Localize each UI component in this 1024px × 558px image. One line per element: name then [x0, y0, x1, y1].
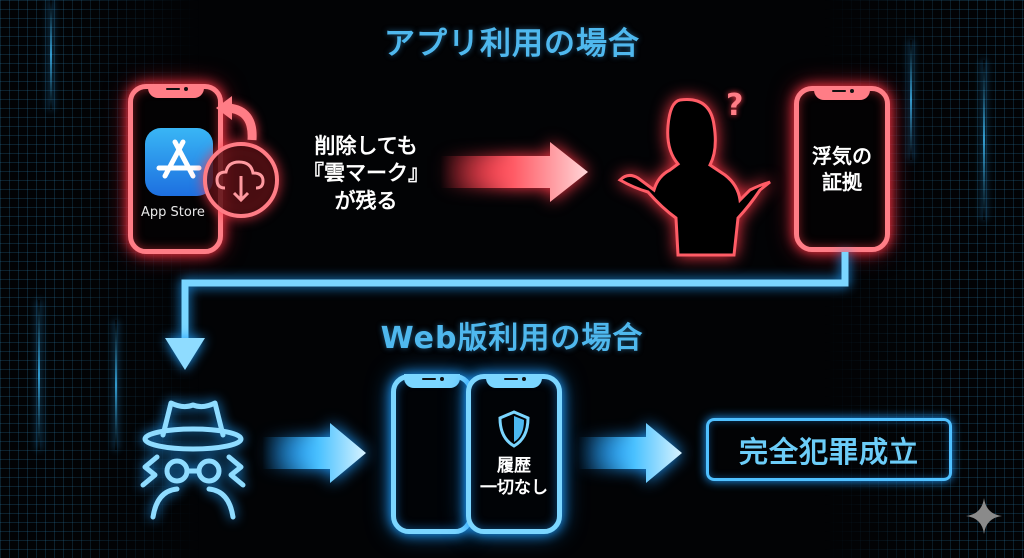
app-section-title: アプリ利用の場合	[384, 26, 640, 62]
question-mark-icon: ?	[726, 88, 744, 123]
redo-arrow-icon	[216, 96, 257, 141]
verdict-badge: 完全犯罪成立	[706, 418, 952, 481]
app-store-icon	[145, 128, 213, 196]
arrow-right-icon	[578, 423, 682, 483]
light-beam	[910, 40, 912, 160]
shield-icon	[498, 410, 530, 448]
incognito-spy-icon	[140, 400, 246, 520]
history-text: 履歴 一切なし	[480, 456, 548, 499]
evidence-phone	[794, 86, 890, 252]
phone-icon	[391, 374, 473, 534]
light-beam	[38, 300, 40, 450]
evidence-text: 浮気の 証拠	[812, 144, 872, 194]
cloud-download-icon	[203, 142, 279, 218]
web-section-title: Web版利用の場合	[380, 321, 644, 356]
arrow-right-icon	[262, 423, 366, 483]
flow-connector-arrow	[165, 252, 849, 370]
light-beam	[115, 320, 117, 450]
deletion-caption: 削除しても 『雲マーク』 が残る	[303, 134, 429, 213]
arrow-right-icon	[440, 142, 588, 202]
sparkle-icon	[966, 498, 1002, 534]
light-beam	[50, 0, 52, 110]
light-beam	[983, 60, 985, 220]
private-browser-phone	[466, 374, 562, 534]
woman-shrug-silhouette-icon	[617, 98, 771, 257]
app-store-label: App Store	[141, 205, 205, 220]
